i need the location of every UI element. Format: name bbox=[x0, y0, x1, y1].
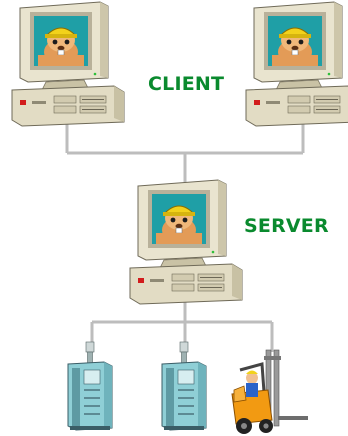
storage-rack-icon bbox=[67, 341, 113, 431]
forklift-icon bbox=[231, 349, 308, 434]
client-computer-icon bbox=[11, 1, 125, 127]
server-computer-icon bbox=[129, 179, 243, 305]
client-label: CLIENT bbox=[148, 73, 225, 95]
storage-rack-icon bbox=[161, 341, 207, 431]
client-computer-icon bbox=[245, 1, 348, 127]
server-label: SERVER bbox=[244, 215, 329, 237]
connector-lines bbox=[65, 122, 305, 352]
